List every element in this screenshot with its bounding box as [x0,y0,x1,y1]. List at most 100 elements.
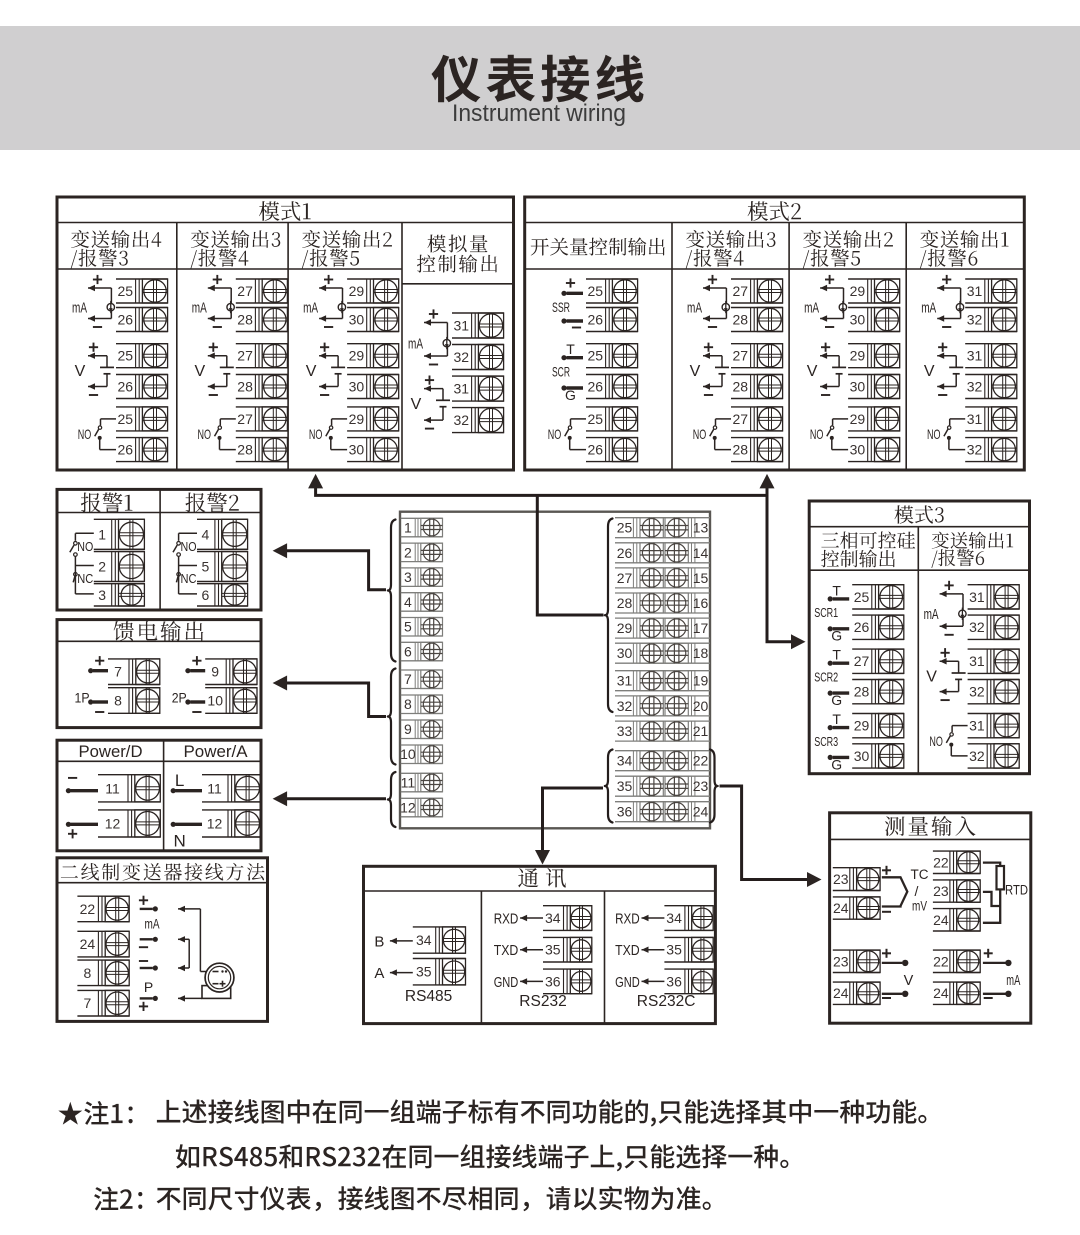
svg-text:22: 22 [933,953,949,969]
svg-text:4: 4 [404,594,412,610]
svg-text:1: 1 [98,526,106,542]
svg-text:GND: GND [615,974,640,991]
svg-text:V: V [926,669,937,686]
svg-text:G: G [831,692,842,708]
svg-text:7: 7 [404,671,412,687]
svg-text:T: T [566,341,575,357]
svg-text:26: 26 [854,619,870,635]
svg-text:Instrument wiring: Instrument wiring [452,100,626,127]
svg-text:TC: TC [911,867,929,882]
svg-text:28: 28 [237,312,253,328]
svg-text:32: 32 [454,412,470,428]
svg-text:26: 26 [118,312,134,328]
svg-text:12: 12 [400,800,416,816]
svg-text:NC: NC [77,572,93,586]
svg-text:RS232: RS232 [519,993,566,1010]
svg-text:1P: 1P [75,690,90,706]
svg-text:30: 30 [349,379,365,395]
svg-text:35: 35 [416,964,432,980]
svg-text:33: 33 [617,723,633,739]
svg-text:5: 5 [202,559,210,575]
svg-text:31: 31 [967,348,983,364]
svg-text:11: 11 [401,775,416,791]
svg-text:RS232C: RS232C [637,993,696,1010]
svg-text:29: 29 [850,348,866,364]
svg-text:36: 36 [545,973,561,989]
svg-text:28: 28 [617,595,633,611]
svg-text:Power/A: Power/A [184,742,249,761]
svg-text:2: 2 [98,559,106,575]
svg-text:NO: NO [693,426,707,442]
svg-text:13: 13 [693,520,709,536]
svg-text:mA: mA [145,915,160,931]
svg-text:28: 28 [733,312,749,328]
svg-text:32: 32 [969,684,985,700]
svg-text:V: V [690,363,701,380]
svg-text:RXD: RXD [494,910,519,927]
svg-text:V: V [194,363,205,380]
svg-text:26: 26 [588,312,604,328]
svg-text:22: 22 [80,901,96,917]
svg-text:24: 24 [833,985,849,1001]
svg-text:12: 12 [105,815,121,831]
svg-text:27: 27 [854,653,870,669]
svg-text:NO: NO [78,426,92,442]
svg-text:5: 5 [404,619,412,635]
svg-text:T: T [832,582,841,598]
svg-text:25: 25 [118,411,134,427]
svg-text:6: 6 [404,644,412,660]
svg-text:32: 32 [969,748,985,764]
svg-text:29: 29 [854,718,870,734]
svg-text:30: 30 [850,312,866,328]
svg-text:31: 31 [969,653,985,669]
svg-text:7: 7 [114,664,122,680]
svg-text:mV: mV [912,898,927,913]
svg-text:25: 25 [118,283,134,299]
svg-text:25: 25 [854,589,870,605]
svg-text:22: 22 [933,854,949,870]
svg-text:11: 11 [105,780,120,796]
svg-text:14: 14 [693,545,709,561]
svg-text:SCR1: SCR1 [814,605,838,620]
svg-text:34: 34 [666,910,682,926]
svg-text:mA: mA [921,299,936,316]
svg-text:30: 30 [854,748,870,764]
svg-text:27: 27 [733,283,749,299]
svg-text:A: A [374,965,384,982]
svg-text:32: 32 [967,442,983,458]
svg-text:NO: NO [181,540,197,554]
svg-text:15: 15 [693,570,709,586]
svg-text:27: 27 [237,411,253,427]
svg-text:TXD: TXD [615,942,640,959]
svg-text:NO: NO [929,733,943,749]
svg-text:NO: NO [309,426,323,442]
svg-text:SCR: SCR [552,364,570,380]
svg-text:32: 32 [454,349,470,365]
svg-text:25: 25 [588,348,604,364]
svg-text:T: T [832,711,841,727]
svg-text:9: 9 [404,721,412,737]
svg-text:26: 26 [118,379,134,395]
svg-text:V: V [807,363,818,380]
svg-text:8: 8 [114,693,122,709]
svg-text:NO: NO [198,426,212,442]
svg-text:27: 27 [237,348,253,364]
svg-text:19: 19 [693,673,709,689]
svg-text:28: 28 [854,684,870,700]
svg-text:NO: NO [810,426,824,442]
svg-text:29: 29 [349,411,365,427]
svg-text:18: 18 [693,645,709,661]
svg-text:RS485: RS485 [405,988,452,1005]
svg-text:36: 36 [617,804,633,820]
svg-text:V: V [904,973,914,989]
svg-text:29: 29 [850,283,866,299]
svg-text:30: 30 [617,645,633,661]
svg-text:31: 31 [967,283,983,299]
svg-text:mA: mA [804,299,819,316]
svg-text:3: 3 [404,569,412,585]
svg-text:NO: NO [927,426,941,442]
svg-text:mA: mA [687,299,702,316]
svg-text:28: 28 [733,379,749,395]
svg-text:23: 23 [833,871,849,887]
svg-text:SCR3: SCR3 [814,734,838,749]
